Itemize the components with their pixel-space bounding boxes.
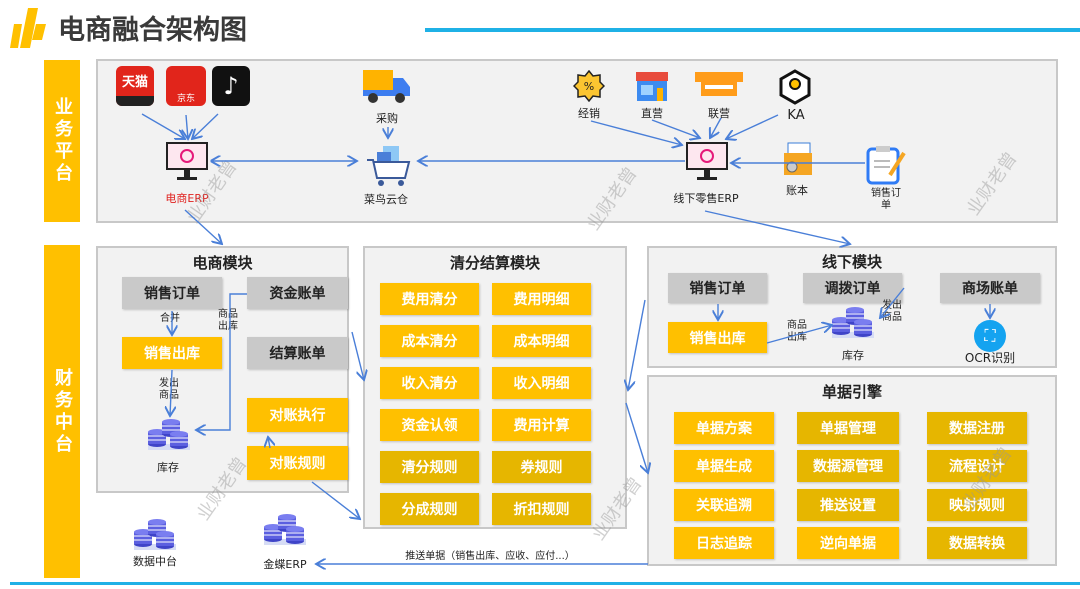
doc-engine-item-box[interactable]: 关联追溯 (674, 489, 774, 521)
cainiao-warehouse-label: 菜鸟云仓 (364, 193, 408, 206)
doc-engine-item-box[interactable]: 单据管理 (797, 412, 899, 444)
sales-order-clipboard-icon (866, 146, 906, 185)
ecom-inventory-label: 库存 (157, 461, 179, 474)
offline-erp-monitor-icon (686, 142, 728, 180)
ecom-module-title: 电商模块 (192, 254, 253, 272)
clearing-item-box[interactable]: 收入清分 (380, 367, 479, 399)
ecom-erp-monitor-icon (166, 142, 208, 180)
distribution-label: 经销 (578, 107, 600, 120)
joint-store-label: 联营 (708, 107, 730, 120)
doc-engine-item-box[interactable]: 单据生成 (674, 450, 774, 482)
ecom-erp-label: 电商ERP (165, 192, 209, 205)
offline-ship-goods-label: 发出商品 (882, 300, 902, 323)
fund-bill-box[interactable]: 资金账单 (247, 277, 348, 309)
inventory-database-icon (148, 419, 190, 450)
data-center-database-icon (134, 519, 176, 550)
clearing-item-box[interactable]: 券规则 (492, 451, 591, 483)
ecom-sales-order-box[interactable]: 销售订单 (122, 277, 222, 309)
direct-store-label: 直营 (641, 107, 663, 120)
clearing-item-box[interactable]: 分成规则 (380, 493, 479, 525)
transfer-order-box[interactable]: 调拨订单 (803, 273, 902, 303)
clearing-item-box[interactable]: 收入明细 (492, 367, 591, 399)
ecom-sales-out-box[interactable]: 销售出库 (122, 337, 222, 369)
clearing-item-box[interactable]: 费用清分 (380, 283, 479, 315)
footer-divider (10, 582, 1080, 585)
clearing-item-box[interactable]: 资金认领 (380, 409, 479, 441)
direct-store-icon (636, 72, 668, 101)
header-divider (425, 28, 1080, 32)
kingdee-database-icon (264, 514, 306, 545)
logo-icon (10, 8, 46, 48)
clearing-item-box[interactable]: 折扣规则 (492, 493, 591, 525)
offline-sales-out-box[interactable]: 销售出库 (668, 322, 767, 353)
data-center-label: 数据中台 (133, 555, 177, 568)
recon-exec-box[interactable]: 对账执行 (247, 398, 348, 432)
joint-store-icon (695, 72, 743, 96)
distribution-badge-icon: % (573, 70, 605, 102)
ledger-folder-icon (784, 142, 812, 175)
offline-module-title: 线下模块 (821, 253, 882, 271)
truck-icon (363, 70, 410, 103)
business-platform-label: 业务平台 (44, 60, 80, 222)
douyin-icon: ♪ (212, 66, 250, 106)
svg-text:%: % (584, 80, 594, 93)
doc-engine-item-box[interactable]: 日志追踪 (674, 527, 774, 559)
mall-bill-box[interactable]: 商场账单 (940, 273, 1040, 303)
ocr-label: OCR识别 (964, 351, 1016, 365)
clearing-item-box[interactable]: 费用计算 (492, 409, 591, 441)
page-title: 电商融合架构图 (58, 15, 247, 46)
merge-label: 合并 (160, 313, 180, 324)
doc-engine-item-box[interactable]: 逆向单据 (797, 527, 899, 559)
offline-sales-order-box[interactable]: 销售订单 (668, 273, 767, 303)
offline-inventory-database-icon (832, 307, 874, 338)
doc-engine-item-box[interactable]: 推送设置 (797, 489, 899, 521)
offline-inventory-label: 库存 (842, 349, 864, 362)
doc-engine-item-box[interactable]: 数据源管理 (797, 450, 899, 482)
push-documents-label: 推送单据（销售出库、应收、应付...） (405, 551, 575, 562)
clearing-item-box[interactable]: 费用明细 (492, 283, 591, 315)
finance-platform-label: 财务中台 (44, 245, 80, 578)
tmall-icon: 天猫 (116, 66, 154, 106)
offline-erp-label: 线下零售ERP (673, 192, 739, 205)
doc-engine-item-box[interactable]: 流程设计 (927, 450, 1027, 482)
doc-engine-title: 单据引擎 (821, 383, 882, 401)
sales-order-label: 销售订单 (871, 188, 901, 211)
settle-bill-box[interactable]: 结算账单 (247, 337, 348, 369)
cart-icon (367, 146, 411, 186)
ocr-scan-icon[interactable]: ⛶ (974, 320, 1006, 352)
clearing-item-box[interactable]: 成本清分 (380, 325, 479, 357)
clearing-module-title: 清分结算模块 (449, 254, 540, 272)
ka-icon (779, 69, 811, 105)
recon-rule-box[interactable]: 对账规则 (247, 446, 348, 480)
doc-engine-item-box[interactable]: 单据方案 (674, 412, 774, 444)
clearing-item-box[interactable]: 成本明细 (492, 325, 591, 357)
doc-engine-item-box[interactable]: 映射规则 (927, 489, 1027, 521)
offline-goods-out-label: 商品出库 (787, 320, 807, 343)
jd-icon: 京东 (166, 66, 206, 106)
ka-label: KA (787, 108, 805, 123)
purchase-label: 采购 (376, 112, 398, 125)
kingdee-erp-label: 金蝶ERP (263, 558, 307, 571)
goods-out-label: 商品出库 (218, 309, 238, 332)
doc-engine-item-box[interactable]: 数据注册 (927, 412, 1027, 444)
ship-goods-label: 发出商品 (159, 378, 179, 401)
ledger-label: 账本 (786, 184, 808, 197)
clearing-item-box[interactable]: 清分规则 (380, 451, 479, 483)
doc-engine-item-box[interactable]: 数据转换 (927, 527, 1027, 559)
